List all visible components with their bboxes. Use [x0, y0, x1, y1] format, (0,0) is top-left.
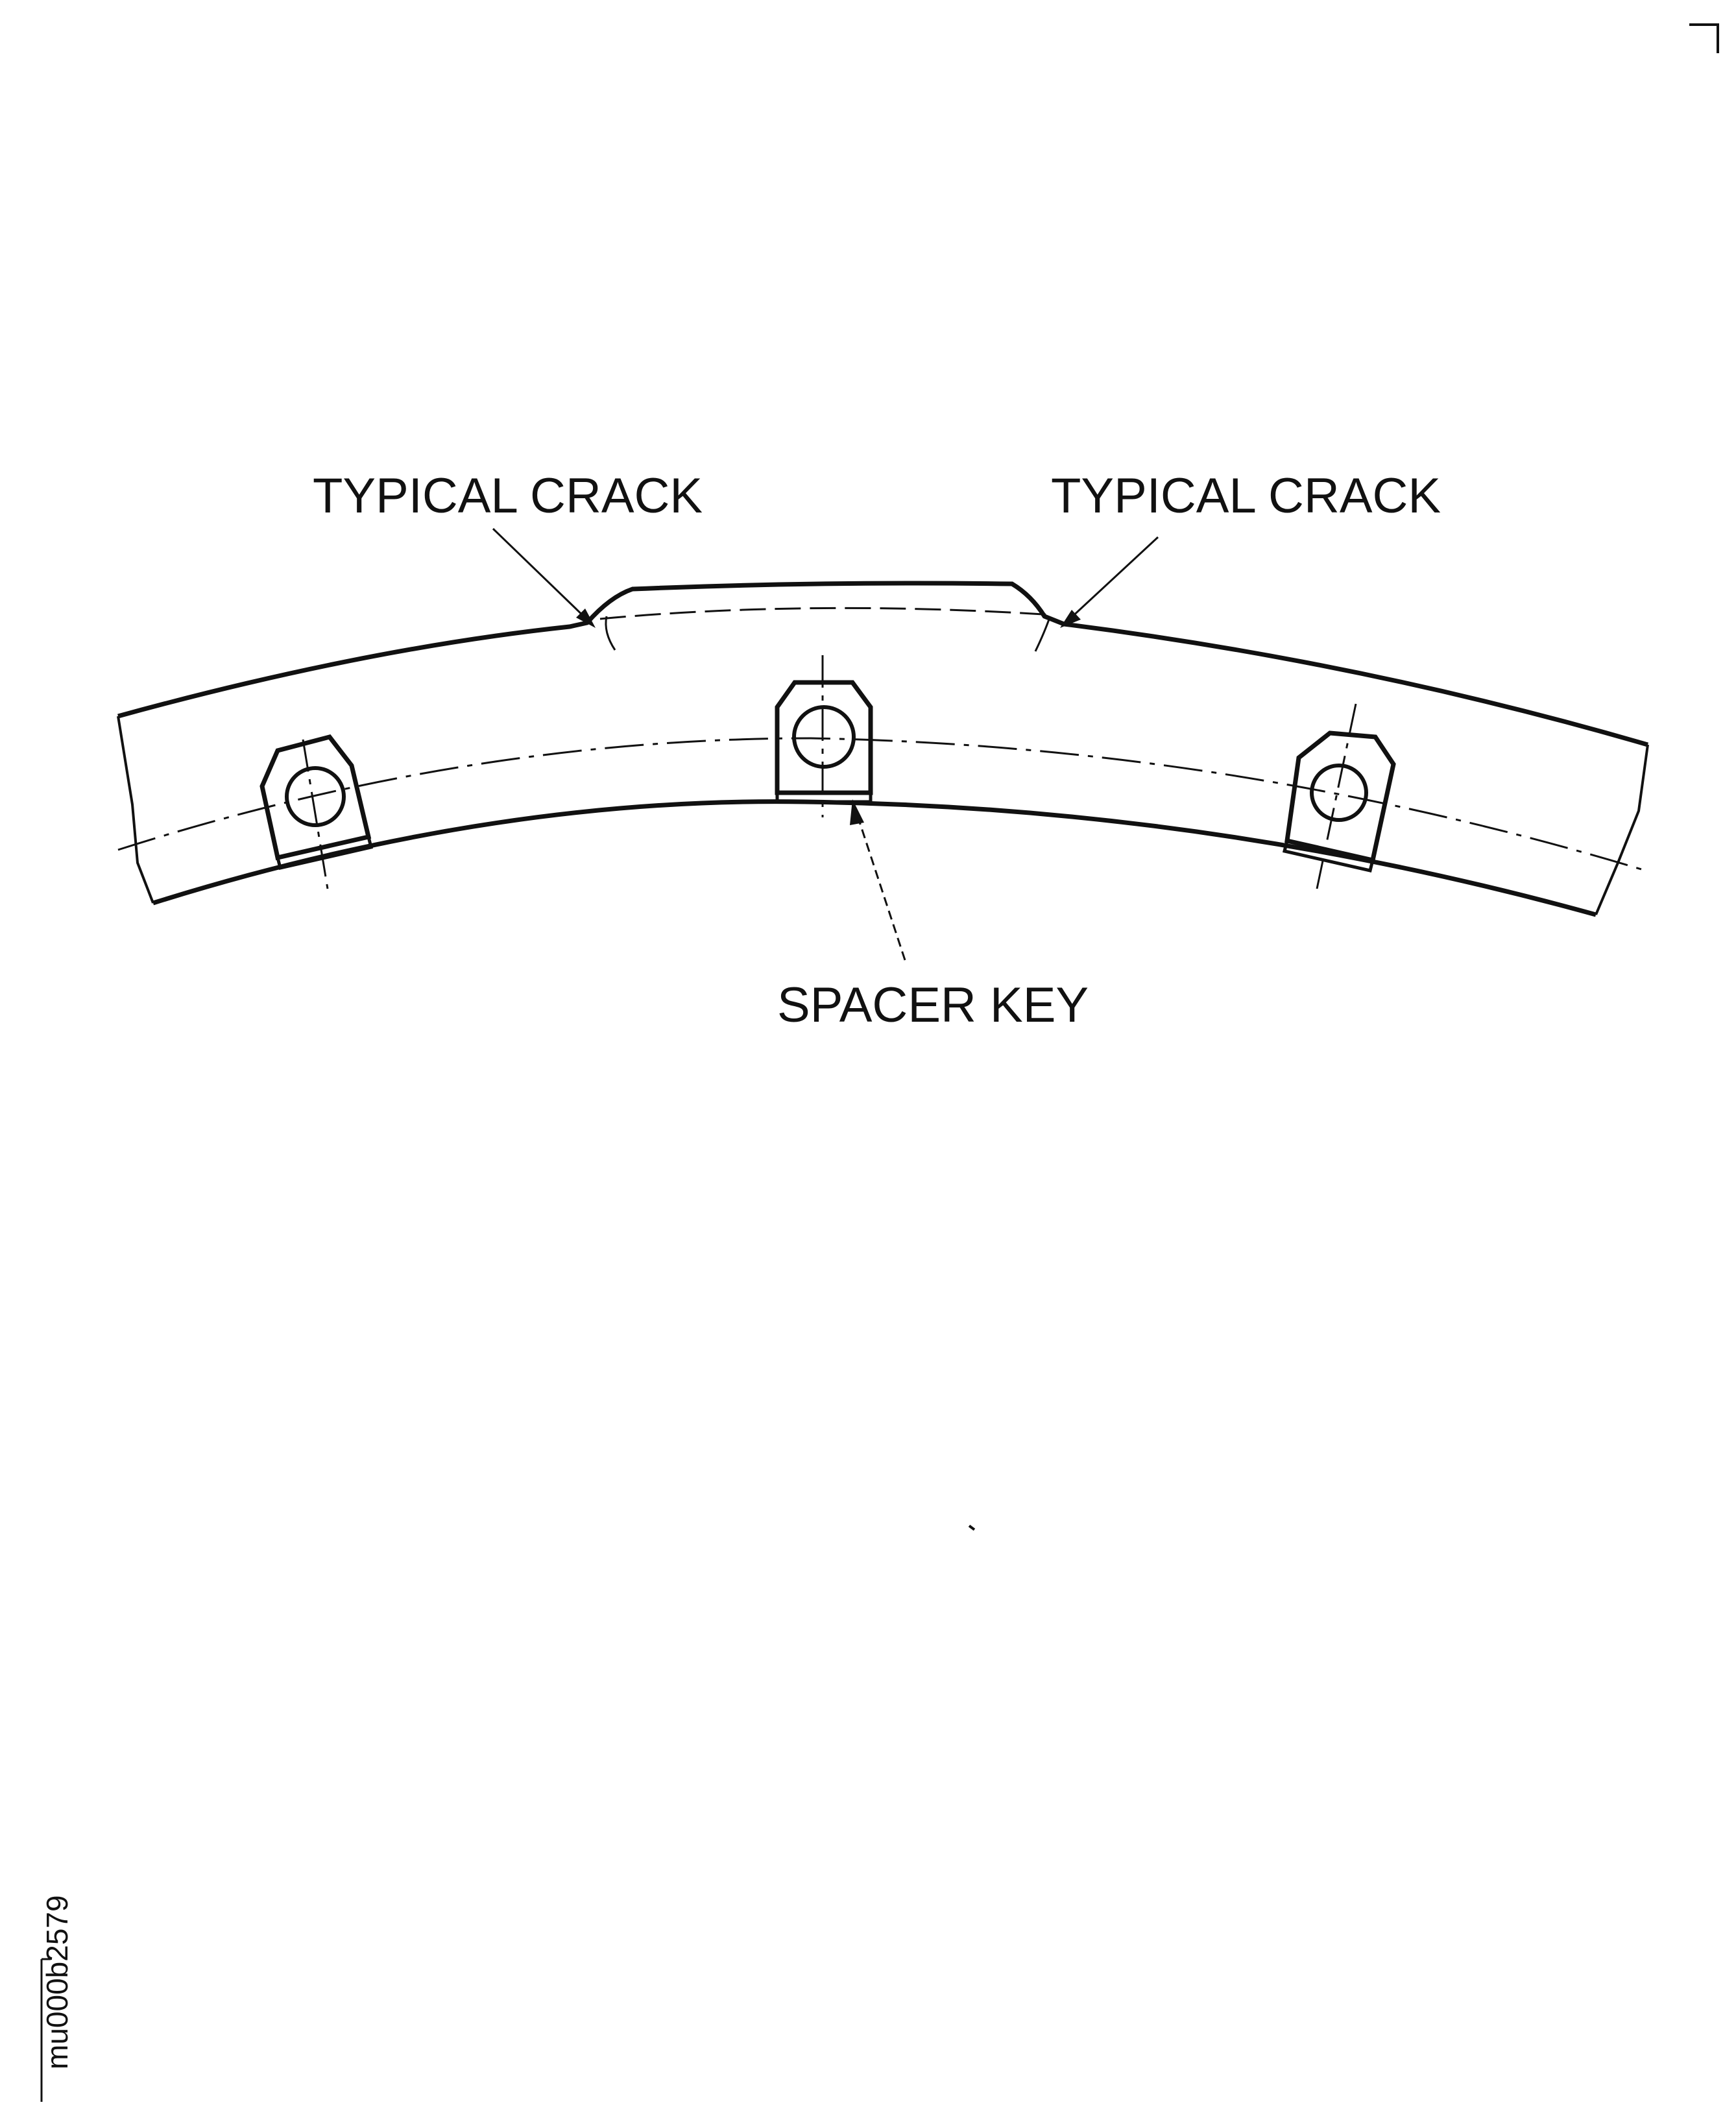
- right-bracket-hole: [1310, 764, 1368, 822]
- figure-id: mu000b2579: [40, 1895, 74, 2069]
- stray-tick-mark: [968, 1524, 976, 1531]
- left-bracket: [259, 734, 374, 889]
- left-bracket-base: [275, 835, 374, 870]
- right-bracket-axis: [1316, 703, 1357, 889]
- crack-line-left: [605, 616, 616, 651]
- leader-left-crack: [492, 527, 596, 628]
- leader-right-crack: [1060, 536, 1159, 628]
- figure-id-bracket: [40, 1958, 51, 2102]
- raised-boss-dashed-line: [599, 607, 1055, 620]
- left-bracket-hole: [285, 766, 346, 827]
- spacer-key-label: SPACER KEY: [777, 978, 1089, 1033]
- left-bracket-axis: [302, 739, 329, 889]
- segment-left-end: [117, 716, 154, 904]
- right-bracket: [1282, 703, 1396, 889]
- arrowhead-spacer-key: [850, 799, 864, 825]
- ring-segment: [117, 581, 1649, 917]
- arrowhead-left-crack: [576, 608, 596, 628]
- right-crack-label: TYPICAL CRACK: [1051, 468, 1441, 524]
- right-bracket-base: [1282, 839, 1375, 873]
- center-bracket-hole: [792, 705, 856, 769]
- center-bracket-base: [775, 791, 873, 804]
- right-bracket-outline: [1284, 730, 1396, 863]
- arrowhead-right-crack: [1060, 610, 1081, 628]
- left-crack-label: TYPICAL CRACK: [313, 468, 703, 524]
- segment-outer-edge: [117, 581, 1648, 747]
- corner-crop-mark: [1689, 23, 1719, 53]
- leader-spacer-key: [850, 799, 906, 961]
- crack-line-right: [1034, 617, 1051, 652]
- center-bracket: [775, 655, 873, 817]
- segment-right-end: [1595, 744, 1649, 915]
